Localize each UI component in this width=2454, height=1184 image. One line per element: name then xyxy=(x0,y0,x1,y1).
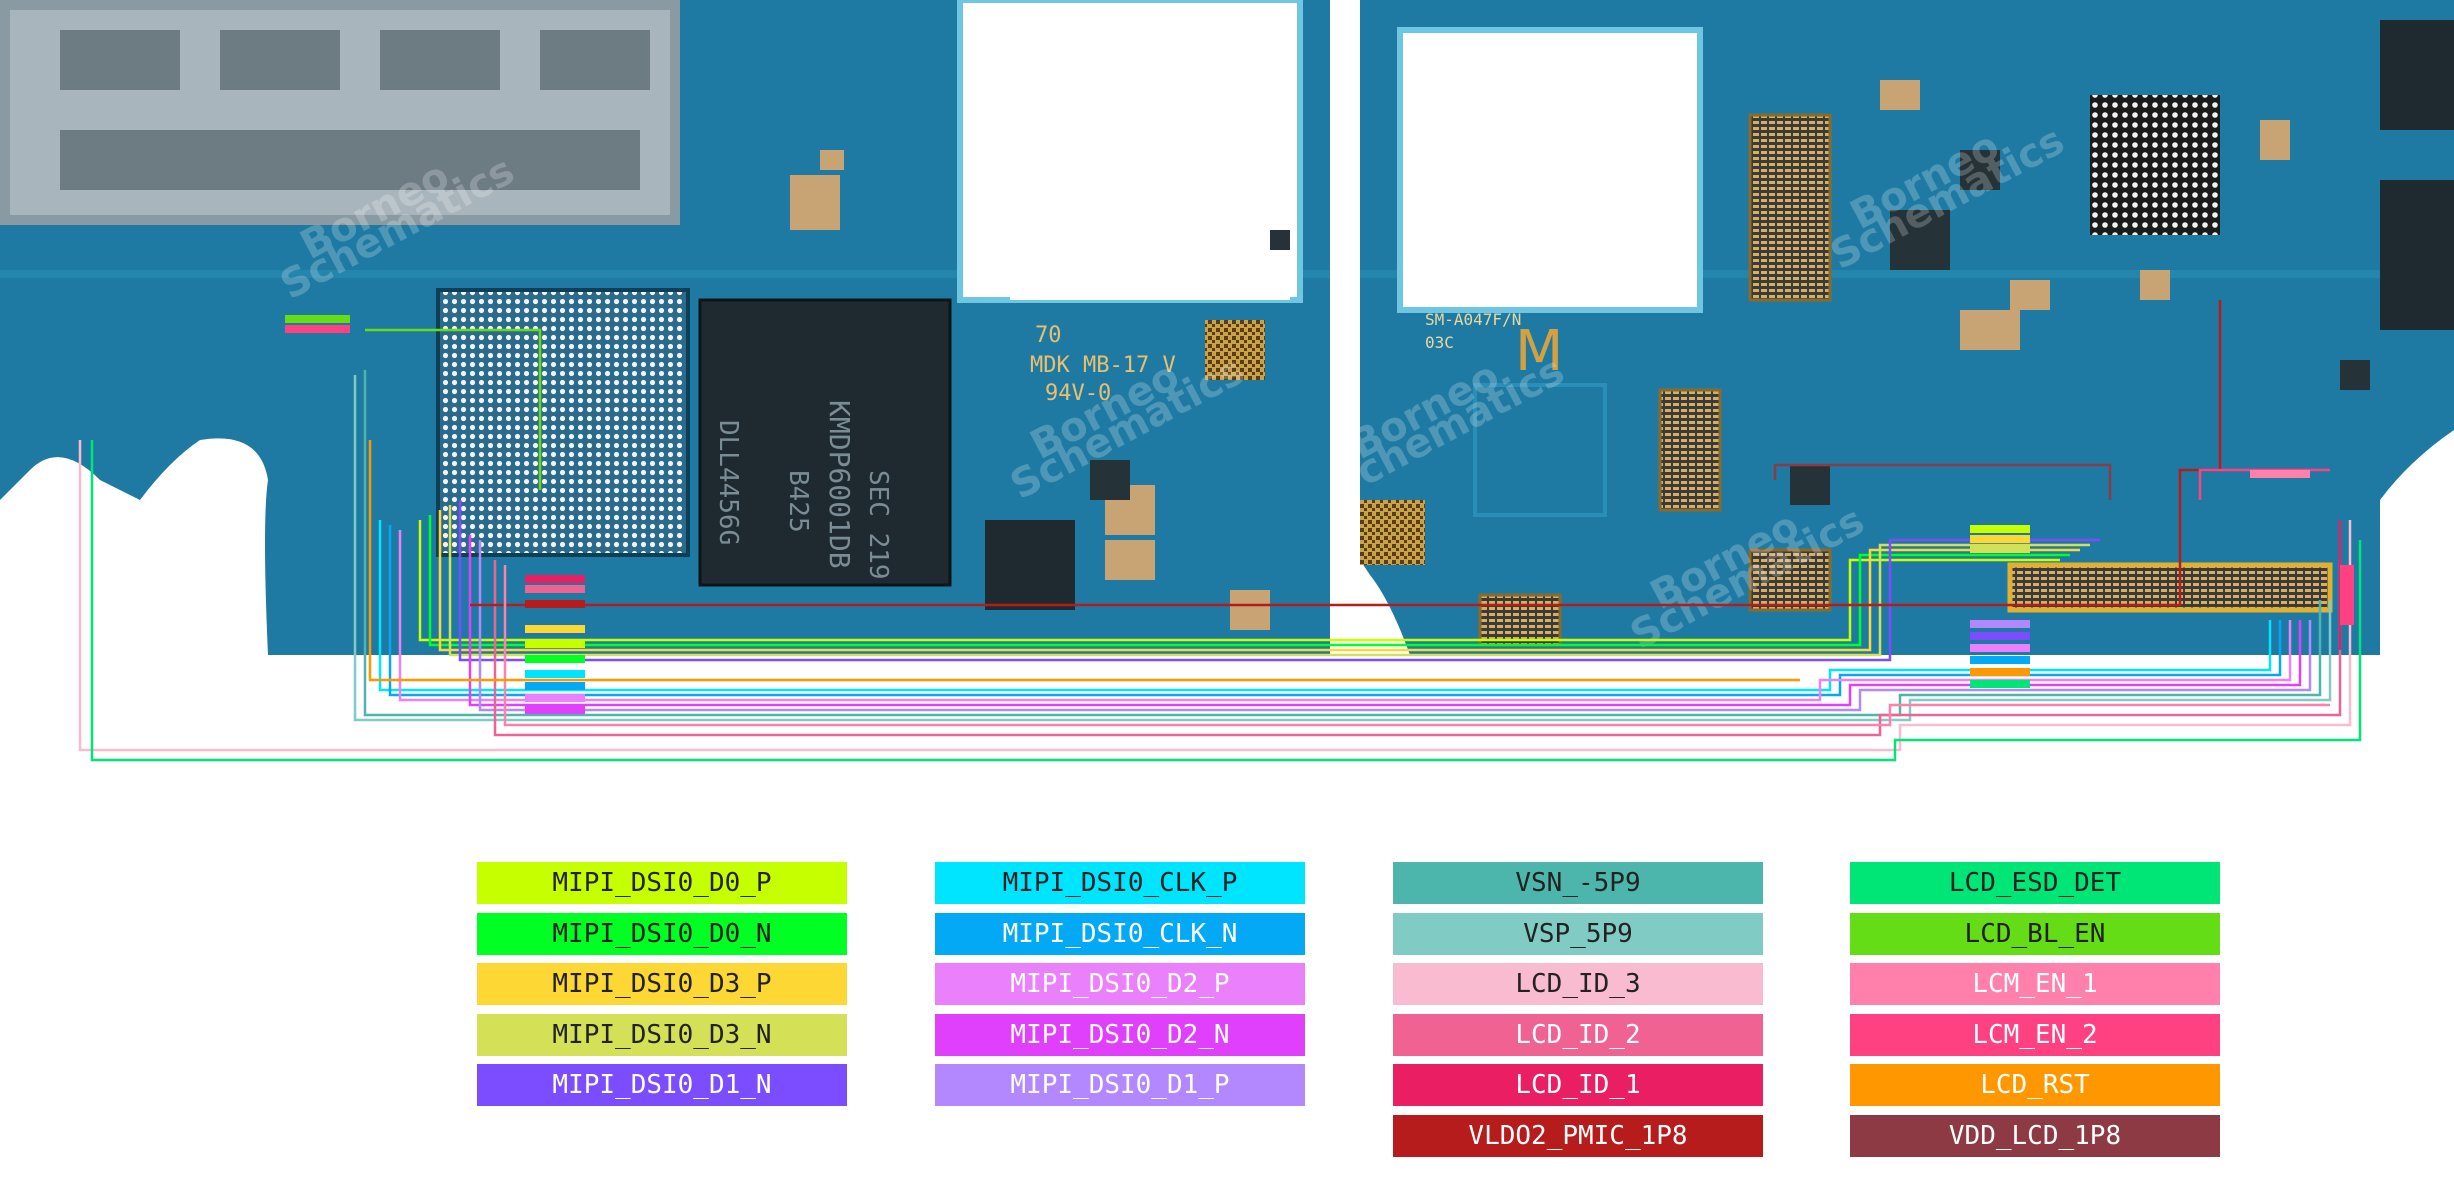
legend-item-lcd-id-1: LCD_ID_1 xyxy=(1393,1064,1763,1106)
legend-item-lcd-rst: LCD_RST xyxy=(1850,1064,2220,1106)
model-marking-1: 03C xyxy=(1425,333,1454,352)
legend-item-lcd-id-3: LCD_ID_3 xyxy=(1393,963,1763,1005)
legend-item-mipi-dsi0-d3-p: MIPI_DSI0_D3_P xyxy=(477,963,847,1005)
pmic-chip xyxy=(985,520,1075,610)
legend-item-mipi-dsi0-d2-p: MIPI_DSI0_D2_P xyxy=(935,963,1305,1005)
legend-item-mipi-dsi0-d1-p: MIPI_DSI0_D1_P xyxy=(935,1064,1305,1106)
legend-item-mipi-dsi0-d2-n: MIPI_DSI0_D2_N xyxy=(935,1013,1305,1056)
pcb-marking-1: MDK MB-17 V xyxy=(1030,353,1176,378)
legend-item-vsn-5p9: VSN_-5P9 xyxy=(1393,862,1763,904)
legend-item-mipi-dsi0-d3-n: MIPI_DSI0_D3_N xyxy=(477,1013,847,1056)
qr-code-right xyxy=(1360,500,1425,565)
legend-item-vdd-lcd-1p8: VDD_LCD_1P8 xyxy=(1850,1114,2220,1157)
memory-chip-marking-2: SEC 219 xyxy=(863,470,893,580)
pcb-marking-2: 94V-0 xyxy=(1045,381,1111,406)
board-net-tags xyxy=(285,315,2354,714)
legend-item-mipi-dsi0-clk-n: MIPI_DSI0_CLK_N xyxy=(935,912,1305,955)
qr-code-left xyxy=(1205,320,1265,380)
legend-item-lcm-en-2: LCM_EN_2 xyxy=(1850,1013,2220,1056)
memory-chip-marking-0: KMDP6001DB xyxy=(823,400,856,569)
legend-item-mipi-dsi0-d0-p: MIPI_DSI0_D0_P xyxy=(477,862,847,904)
legend-item-vldo2-pmic-1p8: VLDO2_PMIC_1P8 xyxy=(1393,1114,1763,1157)
lcd-connector xyxy=(2007,562,2333,613)
legend-item-lcm-en-1: LCM_EN_1 xyxy=(1850,963,2220,1005)
pcb-marking-0: 70 xyxy=(1035,323,1062,348)
memory-chip xyxy=(698,298,952,587)
legend-item-vsp-5p9: VSP_5P9 xyxy=(1393,912,1763,955)
legend-item-lcd-bl-en: LCD_BL_EN xyxy=(1850,912,2220,955)
memory-chip-marking-3: DLL4456G xyxy=(713,420,743,545)
memory-chip-marking-1: B425 xyxy=(783,470,813,533)
soc-bga xyxy=(436,288,690,557)
m-logo: M xyxy=(1515,319,1563,384)
legend-item-mipi-dsi0-d0-n: MIPI_DSI0_D0_N xyxy=(477,912,847,955)
legend-item-lcd-id-2: LCD_ID_2 xyxy=(1393,1013,1763,1056)
pcb-board-diagram: KMDP6001DB B425 SEC 219 DLL4456G M SM-A0… xyxy=(0,0,2454,762)
right-bga xyxy=(2090,95,2220,235)
signal-traces xyxy=(78,300,2362,762)
model-marking-0: SM-A047F/N xyxy=(1425,310,1521,329)
legend-item-lcd-esd-det: LCD_ESD_DET xyxy=(1850,862,2220,904)
connector-1 xyxy=(1748,113,1832,302)
cutout-right xyxy=(1397,27,1703,313)
legend-item-mipi-dsi0-clk-p: MIPI_DSI0_CLK_P xyxy=(935,862,1305,904)
connector-2 xyxy=(1658,388,1722,512)
legend-item-mipi-dsi0-d1-n: MIPI_DSI0_D1_N xyxy=(477,1064,847,1106)
